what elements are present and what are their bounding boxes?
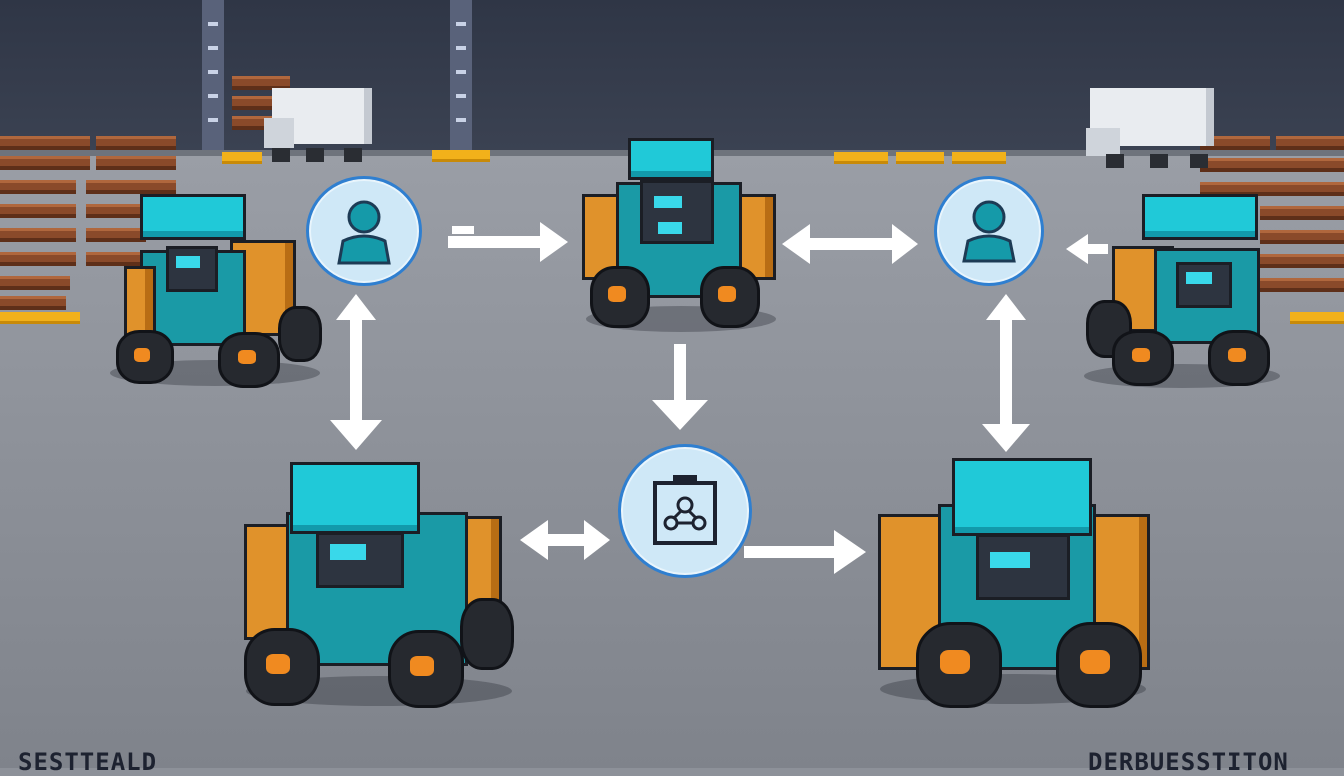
pallet-stack-right	[1200, 136, 1344, 316]
operator-node-left[interactable]	[306, 176, 422, 286]
safety-bar	[432, 150, 490, 162]
safety-bar	[896, 152, 944, 164]
control-node-center[interactable]	[618, 444, 752, 578]
wall-pillar-left	[202, 0, 224, 150]
wall-pillar-center	[450, 0, 472, 150]
safety-bar	[222, 152, 262, 164]
robot-top-right	[1084, 192, 1280, 392]
safety-bar	[952, 152, 1006, 164]
operator-node-right[interactable]	[934, 176, 1044, 286]
network-hub-icon	[653, 475, 717, 545]
safety-bar	[0, 312, 80, 324]
arrow-head-right	[540, 222, 568, 262]
person-icon	[962, 200, 1016, 263]
cargo-truck-right	[1086, 88, 1216, 174]
robot-bottom-left	[240, 460, 516, 710]
footer-label-right: DERBUESSTITON	[1088, 748, 1289, 776]
footer-label-left: SESTTEALD	[18, 748, 158, 776]
robot-bottom-right	[870, 456, 1150, 708]
safety-bar	[834, 152, 888, 164]
person-icon	[337, 200, 391, 265]
cargo-truck-left	[264, 88, 376, 168]
robot-top-left	[110, 190, 322, 390]
robot-top-center	[576, 136, 776, 336]
arrow-shaft	[448, 236, 542, 248]
safety-bar	[1290, 312, 1344, 324]
